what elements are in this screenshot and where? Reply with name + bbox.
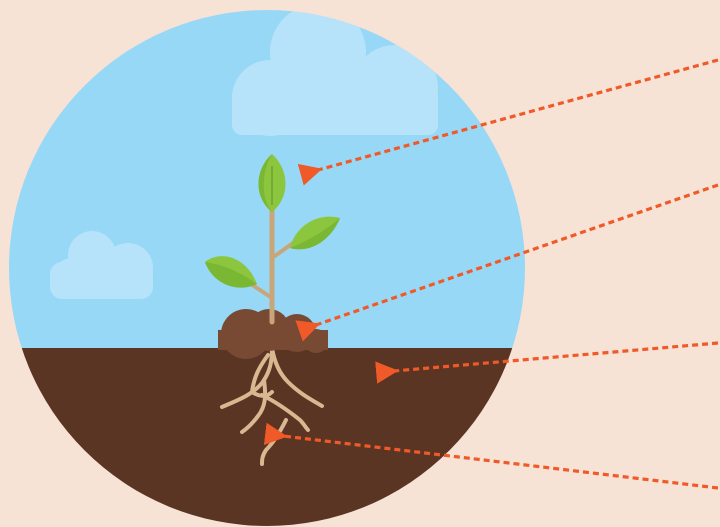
soil — [0, 348, 720, 527]
